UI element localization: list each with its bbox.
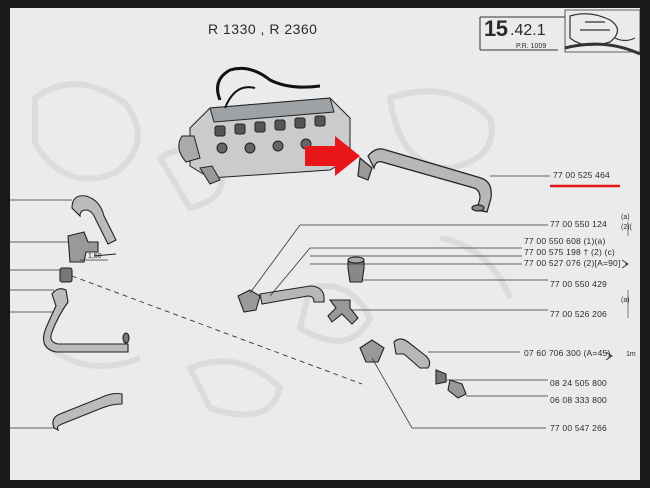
dimension-label: 1,50 (88, 253, 102, 260)
callout-ref-11: 77 00 547 266 (550, 423, 607, 433)
callout-ref-5: 77 00 527 076 (2)[A=90] (524, 258, 621, 268)
callout-ref-2: 77 00 550 124 (550, 219, 607, 229)
page-number: 15 (484, 16, 508, 41)
callout-ref-4: 77 00 575 198 † (2) (c) (524, 247, 616, 257)
note-a-1: (a) (621, 214, 630, 221)
callout-ref-1: 77 00 525 464 (553, 170, 610, 180)
model-reference: R 1330 , R 2360 (208, 21, 318, 37)
callout-ref-6: 77 00 550 429 (550, 279, 607, 289)
note-2c: (2)( (621, 224, 632, 231)
diagram-drawing (10, 9, 640, 432)
left-hose-assembly (43, 195, 130, 432)
callout-ref-10: 06 08 333 800 (550, 395, 607, 405)
middle-leader-lines (249, 222, 629, 429)
left-leader-lines (10, 199, 108, 429)
callout-ref-8: 07 60 706 300 (A=45) (524, 348, 611, 358)
parts-diagram-sheet: R 1330 , R 2360 15 .42.1 P.R. 1009 77 00… (10, 8, 640, 480)
middle-fittings (237, 256, 467, 399)
callout-ref-7: 77 00 526 206 (550, 309, 607, 319)
scissors-cut-symbols (605, 259, 629, 361)
page-subsection: .42.1 (510, 22, 546, 39)
cut-length-label: 1m (626, 351, 636, 358)
note-a-2: (a) (621, 297, 630, 304)
engine-block (178, 66, 351, 185)
corner-engine-thumbnail (564, 9, 640, 56)
main-hose (357, 148, 492, 213)
callout-ref-9: 08 24 505 800 (550, 378, 607, 388)
highlight-arrow (305, 136, 360, 176)
callout-ref-3: 77 00 550 608 (1)(a) (524, 236, 606, 246)
dashed-connection-line (71, 275, 363, 385)
pr-reference: P.R. 1009 (516, 43, 547, 50)
